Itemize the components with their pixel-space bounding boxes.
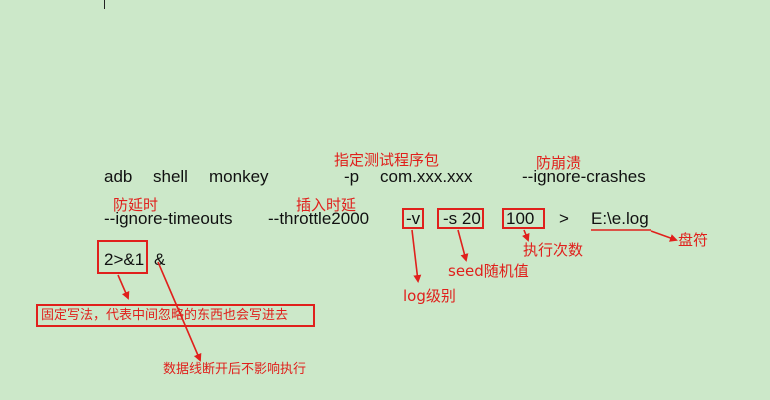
drive-note: 盘符 — [678, 231, 709, 249]
stderr-note: 固定写法，代表中间忽略的东西也会写进去 — [41, 308, 289, 323]
drive-arrow — [650, 230, 678, 242]
cmd-monkey: monkey — [209, 167, 269, 186]
text-cursor — [104, 0, 105, 9]
count-box — [502, 208, 545, 229]
stderr-arrow — [117, 274, 130, 300]
cmd-background: & — [154, 250, 166, 269]
crash-note: 防崩溃 — [536, 154, 582, 172]
count-arrow — [522, 229, 530, 242]
seed-note: seed随机值 — [448, 262, 529, 280]
cmd-seed: -s 20 — [443, 209, 481, 228]
cmd-ignore-crashes: --ignore-crashes — [522, 167, 646, 186]
stderr-box — [97, 240, 148, 274]
cmd-v-flag: -v — [406, 209, 421, 228]
background-arrow — [157, 261, 202, 362]
count-note: 执行次数 — [523, 241, 584, 259]
cmd-package: com.xxx.xxx — [380, 167, 473, 186]
seed-box — [437, 208, 484, 229]
cmd-throttle: --throttle2000 — [268, 209, 370, 228]
cmd-redirect: > — [559, 209, 569, 228]
cmd-shell: shell — [153, 167, 188, 186]
cmd-adb: adb — [104, 167, 133, 186]
cmd-p-flag: -p — [344, 167, 360, 186]
background-note: 数据线断开后不影响执行 — [163, 362, 307, 377]
v-flag-box — [402, 208, 424, 229]
cmd-ignore-timeouts: --ignore-timeouts — [104, 209, 233, 228]
v-flag-arrow — [411, 229, 422, 283]
timeout-note: 防延时 — [113, 196, 159, 214]
throttle-note: 插入时延 — [296, 196, 357, 214]
cmd-log-path: E:\e.log — [591, 209, 649, 228]
package-note: 指定测试程序包 — [334, 151, 440, 169]
log-level-note: log级别 — [403, 287, 456, 305]
seed-arrow — [457, 229, 469, 262]
cmd-redirect-stderr: 2>&1 — [104, 250, 145, 269]
stderr-note-box — [36, 304, 315, 327]
cmd-count: 100 — [506, 209, 535, 228]
